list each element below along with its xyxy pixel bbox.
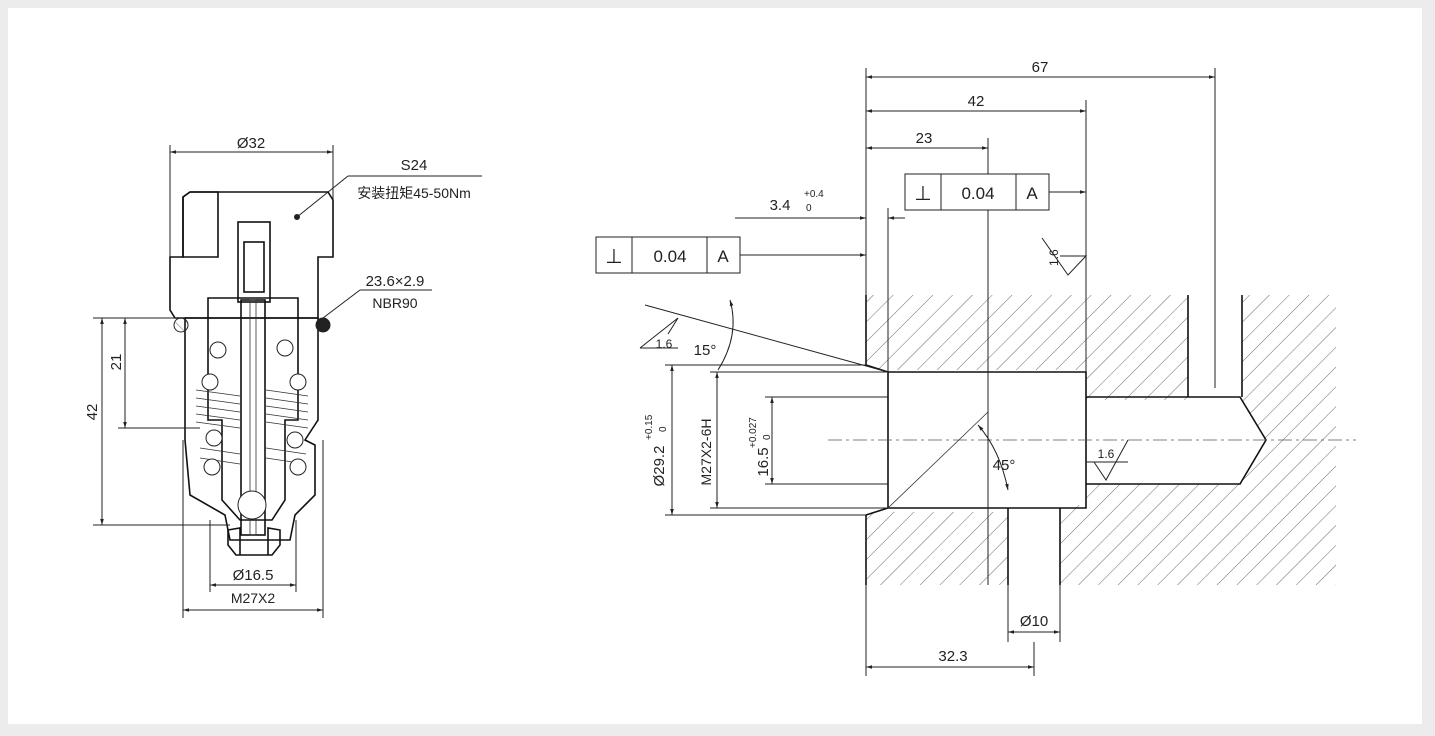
dia-292-upper: +0.15: [644, 414, 655, 440]
svg-text:1.6: 1.6: [656, 337, 673, 351]
dim-21-label: 21: [108, 354, 125, 371]
datum-upper: A: [1026, 184, 1038, 203]
tol-value-upper: 0.04: [961, 184, 994, 203]
svg-text:1.6: 1.6: [1047, 249, 1061, 266]
dia-165-label: Ø16.5: [233, 567, 274, 584]
dim-67-label: 67: [1032, 59, 1049, 76]
dim-34-upper: +0.4: [804, 189, 824, 200]
thread-label-left: M27X2: [231, 590, 276, 606]
dia-32-label: Ø32: [237, 135, 265, 152]
roughness-symbol-left: 1.6: [639, 317, 679, 351]
oring-material-label: NBR90: [372, 295, 417, 311]
tolerance-frame-left: ⊥ 0.04 A: [595, 236, 866, 274]
spring-coils: [195, 389, 309, 465]
dim-323-label: 32.3: [938, 648, 967, 665]
perpendicularity-symbol-upper: ⊥: [914, 183, 931, 205]
dim-42-label: 42: [84, 404, 101, 421]
wrench-size-label: S24: [401, 157, 428, 174]
angle-15-label: 15°: [694, 342, 717, 359]
dim-42-right-label: 42: [968, 93, 985, 110]
oring-size-label: 23.6×2.9: [366, 273, 425, 290]
svg-text:1.6: 1.6: [1098, 447, 1115, 461]
balls: [201, 339, 307, 520]
dia-292-base: Ø29.2: [651, 446, 668, 487]
dim-23-label: 23: [916, 130, 933, 147]
valve-section-view: Ø32 S24 安装扭矩45-50Nm 23.6×2.9 NBR90 21 42…: [84, 135, 482, 618]
tolerance-frame-upper: ⊥ 0.04 A: [904, 173, 1086, 211]
tol-value-left: 0.04: [653, 247, 686, 266]
dim-34-base: 3.4: [770, 197, 791, 214]
o-ring-left: [173, 317, 189, 333]
thread-label-right: M27X2-6H: [698, 419, 714, 486]
dia-292-lower: 0: [658, 426, 669, 432]
dia-165-upper: +0.027: [748, 417, 759, 448]
cavity-section-view: 67 42 23 3.4 +0.4 0 ⊥ 0.04 A ⊥ 0.04 A: [595, 59, 1356, 676]
roughness-symbol-bore: 1.6: [1086, 439, 1129, 481]
dim-34-lower: 0: [806, 203, 812, 214]
roughness-symbol-top: 1.6: [1041, 237, 1088, 276]
dia-165-base: 16.5: [755, 447, 772, 476]
datum-left: A: [717, 247, 729, 266]
dia-165-lower: 0: [762, 434, 773, 440]
dia-10-label: Ø10: [1020, 613, 1048, 630]
o-ring-right: [315, 317, 331, 333]
angle-45-label: 45°: [993, 457, 1016, 474]
torque-label: 安装扭矩45-50Nm: [357, 185, 471, 201]
perpendicularity-symbol-left: ⊥: [605, 246, 622, 268]
